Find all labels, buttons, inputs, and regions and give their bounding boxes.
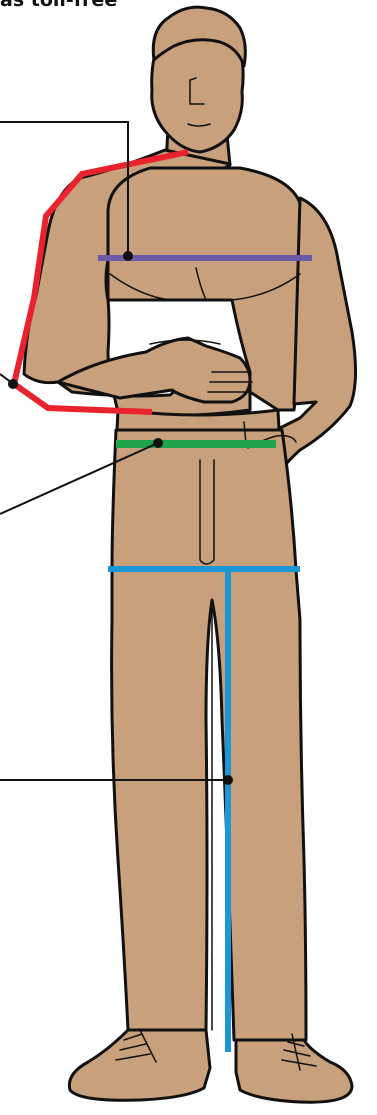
inseam-leader-dot	[223, 775, 233, 785]
sleeve-leader-dot	[8, 379, 18, 389]
man-figure	[24, 7, 356, 1102]
waist-leader-dot	[153, 438, 163, 448]
chest-leader-dot	[123, 251, 133, 261]
trousers	[112, 430, 306, 1040]
right-shoe	[236, 1040, 352, 1102]
left-shoe	[69, 1030, 210, 1100]
